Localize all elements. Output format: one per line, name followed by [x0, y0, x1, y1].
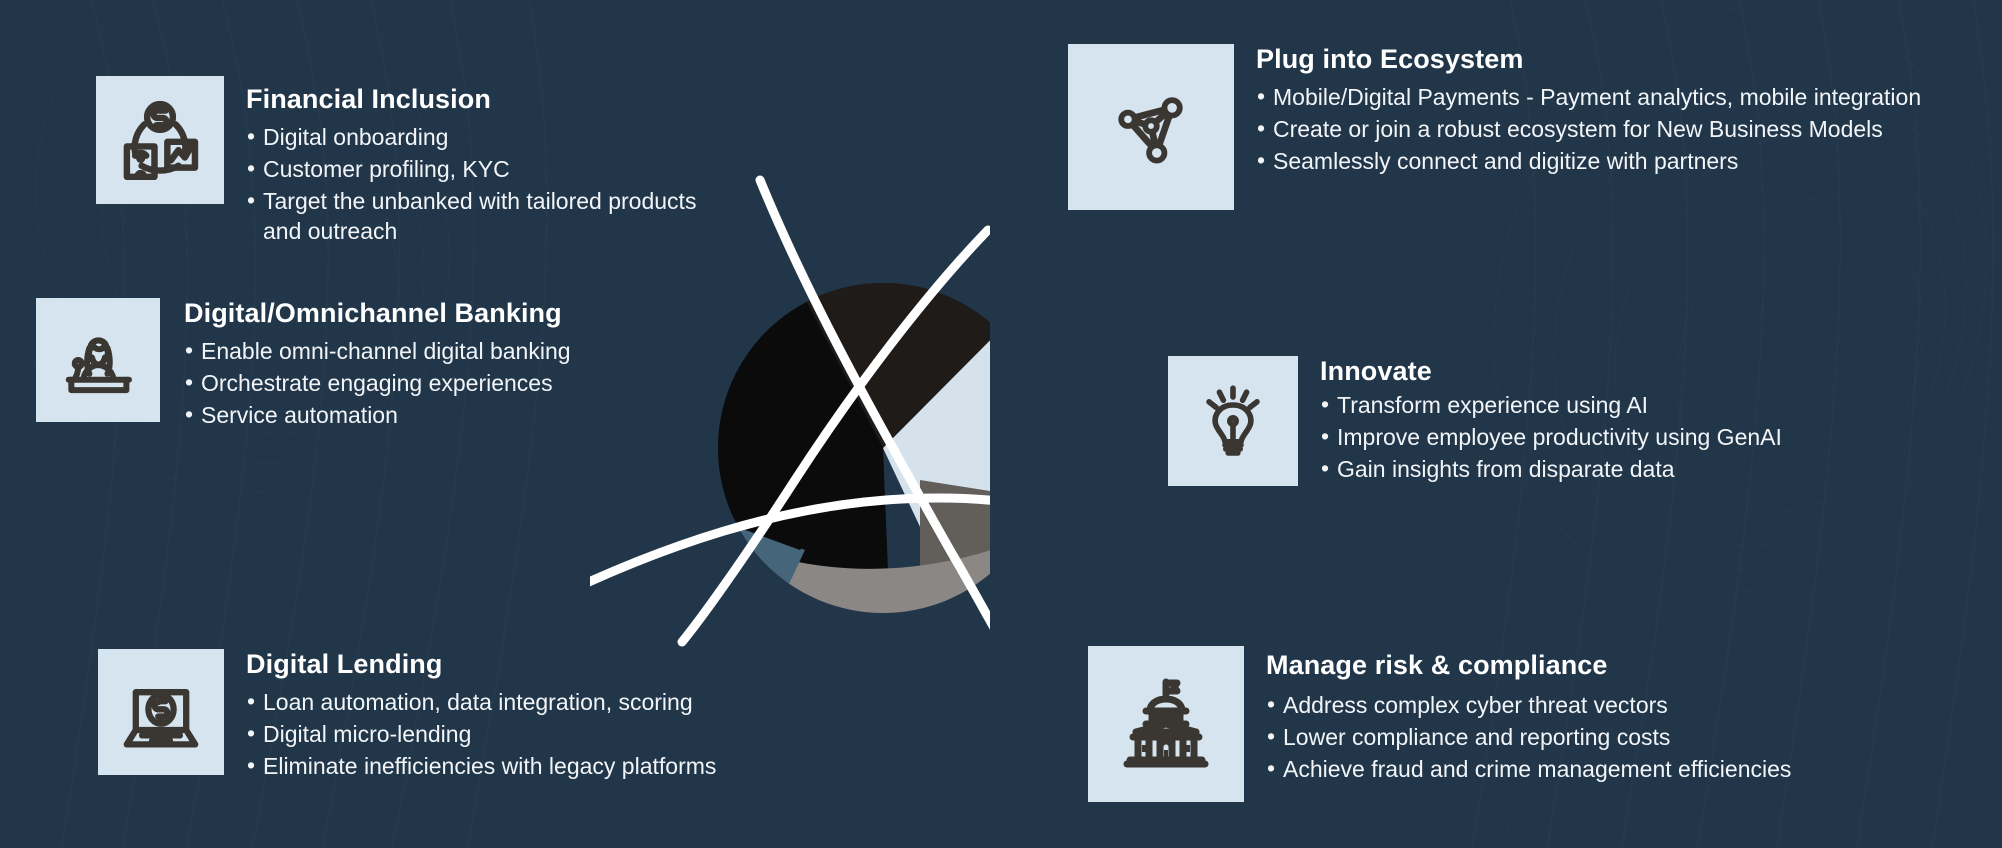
bullet-item: Target the unbanked with tailored produc…	[246, 186, 716, 247]
circle-dividers	[590, 175, 990, 647]
bullet-item: Digital onboarding	[246, 122, 716, 153]
bullet-item: Gain insights from disparate data	[1320, 454, 1782, 485]
block-text: Digital/Omnichannel Banking Enable omni-…	[184, 298, 571, 431]
block-text: Plug into Ecosystem Mobile/Digital Payme…	[1256, 44, 1921, 177]
bullet-item: Address complex cyber threat vectors	[1266, 690, 1791, 721]
block-text: Manage risk & compliance Address complex…	[1266, 646, 1791, 785]
divider-line-3	[590, 493, 990, 587]
divider-line-2	[677, 225, 990, 647]
bullet-list: Loan automation, data integration, scori…	[246, 687, 716, 782]
bullet-item: Customer profiling, KYC	[246, 154, 716, 185]
network-nodes-icon	[1068, 44, 1234, 210]
bullet-list: Address complex cyber threat vectors Low…	[1266, 690, 1791, 785]
block-title: Digital/Omnichannel Banking	[184, 298, 562, 328]
bullet-list: Enable omni-channel digital banking Orch…	[184, 336, 571, 431]
money-exchange-profile-icon	[96, 76, 224, 204]
bullet-list: Transform experience using AI Improve em…	[1320, 390, 1782, 485]
bullet-item: Create or join a robust ecosystem for Ne…	[1256, 114, 1921, 145]
divider-line-1	[755, 175, 990, 630]
block-text: Digital Lending Loan automation, data in…	[246, 649, 716, 782]
bullet-item: Improve employee productivity using GenA…	[1320, 422, 1782, 453]
lightbulb-icon	[1168, 356, 1298, 486]
banker-at-desk-icon	[36, 298, 160, 422]
bullet-item: Enable omni-channel digital banking	[184, 336, 571, 367]
bullet-item: Mobile/Digital Payments - Payment analyt…	[1256, 82, 1921, 113]
block-title: Digital Lending	[246, 649, 443, 679]
block-title: Plug into Ecosystem	[1256, 44, 1524, 74]
bullet-item: Seamlessly connect and digitize with par…	[1256, 146, 1921, 177]
bullet-item: Transform experience using AI	[1320, 390, 1782, 421]
block-plug-into-ecosystem[interactable]: Plug into Ecosystem Mobile/Digital Payme…	[1068, 44, 1988, 210]
segment-taupe	[920, 480, 990, 613]
block-title: Manage risk & compliance	[1266, 650, 1608, 680]
segmented-circle-diagram	[590, 150, 990, 710]
block-text: Innovate Transform experience using AI I…	[1320, 356, 1782, 485]
bullet-item: Service automation	[184, 400, 571, 431]
block-manage-risk-compliance[interactable]: Manage risk & compliance Address complex…	[1088, 646, 1988, 802]
block-digital-lending[interactable]: Digital Lending Loan automation, data in…	[98, 649, 798, 782]
bullet-item: Digital micro-lending	[246, 719, 716, 750]
bullet-item: Lower compliance and reporting costs	[1266, 722, 1791, 753]
bullet-item: Loan automation, data integration, scori…	[246, 687, 716, 718]
bullet-list: Digital onboarding Customer profiling, K…	[246, 122, 716, 247]
block-text: Financial Inclusion Digital onboarding C…	[246, 76, 716, 247]
bullet-item: Achieve fraud and crime management effic…	[1266, 754, 1791, 785]
block-innovate[interactable]: Innovate Transform experience using AI I…	[1168, 356, 1998, 486]
block-omnichannel-banking[interactable]: Digital/Omnichannel Banking Enable omni-…	[36, 298, 676, 431]
bullet-item: Orchestrate engaging experiences	[184, 368, 571, 399]
bullet-list: Mobile/Digital Payments - Payment analyt…	[1256, 82, 1921, 177]
block-title: Financial Inclusion	[246, 84, 491, 114]
block-financial-inclusion[interactable]: Financial Inclusion Digital onboarding C…	[96, 76, 716, 247]
government-building-icon	[1088, 646, 1244, 802]
block-title: Innovate	[1320, 356, 1432, 386]
circle-segments	[718, 283, 990, 613]
laptop-dollar-icon	[98, 649, 224, 775]
bullet-item: Eliminate inefficiencies with legacy pla…	[246, 751, 716, 782]
